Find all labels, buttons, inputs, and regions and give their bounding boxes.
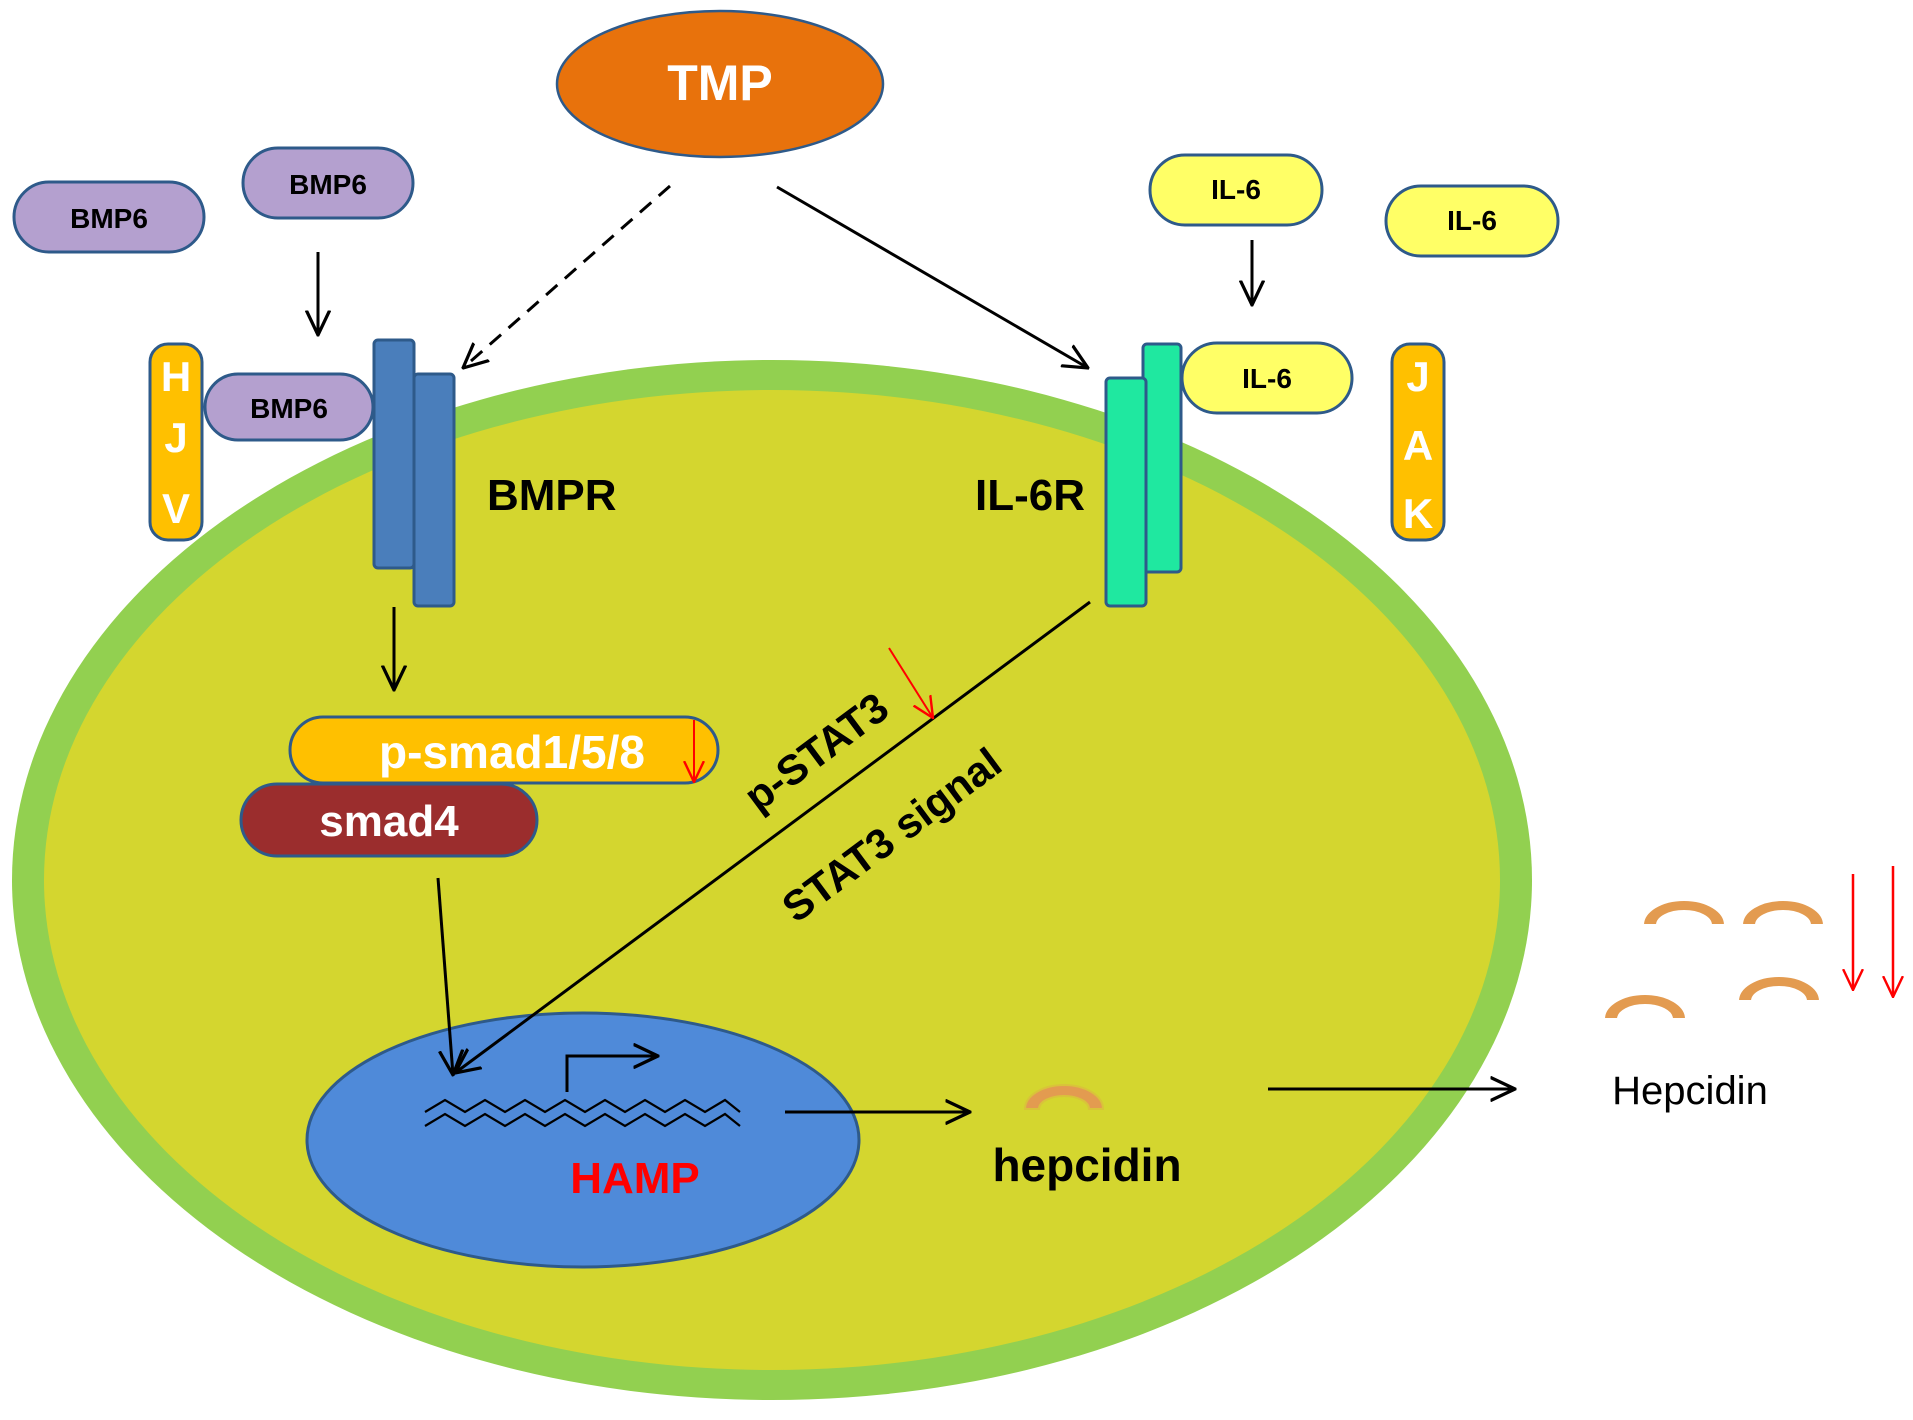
hepcidin-outer-label: Hepcidin: [1612, 1069, 1768, 1113]
hepcidin-molecule-outer-2: [1740, 899, 1826, 926]
stat3-to-hamp-arrow: [455, 600, 1091, 1073]
hjv-letter-j: J: [164, 414, 187, 461]
bmp6-ligand-2: [241, 146, 415, 220]
hamp-label: HAMP: [570, 1154, 700, 1203]
il6-bound-label: IL-6: [1242, 363, 1292, 394]
dna-strand-top: [424, 1098, 741, 1114]
bmp6-label-1: BMP6: [70, 203, 148, 234]
il6-ligand-2: [1384, 184, 1560, 258]
il6r-subunit-2: [1141, 342, 1183, 574]
hepcidin-inner-label: hepcidin: [992, 1139, 1181, 1191]
il6r-subunit-1: [1104, 376, 1148, 608]
hepcidin-molecule-outer-4: [1736, 975, 1822, 1002]
hepcidin-molecule-outer-3: [1602, 993, 1688, 1020]
bmpr-label: BMPR: [487, 471, 617, 520]
hjv-letter-v: V: [162, 485, 190, 532]
il6-label-2: IL-6: [1447, 205, 1497, 236]
il6-bound: [1180, 341, 1354, 415]
psmad-label: p-smad1/5/8: [379, 726, 645, 778]
jak-letter-a: A: [1403, 422, 1433, 469]
hjv-protein: [148, 342, 204, 542]
smad-to-hamp-arrow: [436, 877, 453, 1075]
il6-ligand-1: [1148, 153, 1324, 227]
jak-letter-j: J: [1406, 353, 1429, 400]
bmpr-subunit-2: [412, 372, 456, 608]
bmp6-label-2: BMP6: [289, 169, 367, 200]
bmpr-subunit-1: [372, 338, 416, 570]
jak-protein: [1390, 342, 1446, 542]
tmp-to-il6r-arrow: [776, 185, 1088, 368]
nucleus: [305, 1011, 861, 1269]
jak-letter-k: K: [1403, 490, 1433, 537]
tmp-label: TMP: [667, 55, 773, 111]
transcription-start-arrow: [565, 1056, 658, 1092]
hepcidin-molecule-outer-1: [1641, 899, 1727, 926]
smad4-label: smad4: [319, 797, 459, 846]
bmp6-ligand-1: [12, 180, 206, 254]
dna-strand-bottom: [424, 1112, 741, 1128]
il6-label-1: IL-6: [1211, 174, 1261, 205]
hepcidin-molecule-inner: [1023, 1084, 1105, 1110]
tmp-to-bmpr-dashed-arrow: [463, 184, 671, 368]
smad4-protein: [239, 782, 539, 858]
pstat3-decrease-arrow: [888, 647, 933, 718]
bmp6-bound-label: BMP6: [250, 393, 328, 424]
tmp-node: [555, 9, 885, 159]
hjv-letter-h: H: [161, 353, 191, 400]
il6r-label: IL-6R: [975, 471, 1085, 520]
